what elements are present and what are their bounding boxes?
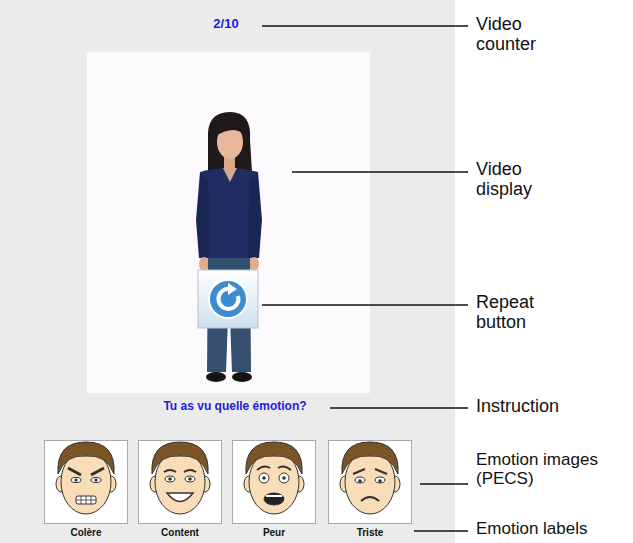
emotion-cards-bg [328,440,412,524]
avatar-figure [223,168,237,182]
emotion-cards-bg [232,440,316,524]
emotion-cards-bg [44,440,128,524]
emotion-image-frame [232,440,316,524]
face-fear [262,476,266,480]
face-angry [76,496,96,504]
emotion-label: Peur [232,527,316,538]
face-fear [259,473,269,483]
face-fear [257,466,291,470]
emotion-image-frame [328,440,412,524]
avatar-figure [215,120,245,136]
face-angry [56,442,116,514]
emotion-label: Colère [44,527,128,538]
annotation: Instruction [476,397,626,417]
emotion-card: Colère [44,440,128,538]
annotation: Video counter [476,15,558,55]
repeat-button [228,283,237,295]
face-angry [94,478,97,481]
leader-lines [262,26,468,531]
face-sad [340,442,400,514]
avatar-figure [206,372,226,382]
leader-lines [292,171,468,173]
face-happy [168,477,172,481]
annotation: Repeat button [476,293,558,333]
face-happy [152,442,208,474]
face-angry [91,478,101,483]
emotion-card: Content [138,440,222,538]
face-angry [58,442,114,474]
avatar-figure [196,112,262,382]
face-happy [165,476,175,482]
face-sad [342,442,398,474]
face-angry [74,478,77,481]
avatar-figure [248,172,262,258]
emotion-image-frame [138,440,222,524]
face-happy [167,493,193,502]
face-angry [76,496,96,504]
avatar-figure [232,372,252,382]
face-sad [353,469,387,474]
leader-lines [420,483,468,485]
annotation: Emotion labels [476,520,628,539]
emotion-card: Triste [328,440,412,538]
face-happy [150,442,210,514]
face-fear [282,476,286,480]
face-fear [266,495,282,497]
face-fear [244,442,304,514]
repeat-button [198,270,258,328]
avatar-figure [199,257,209,271]
face-fear [264,493,284,505]
face-happy [164,470,196,472]
emotion-card: Peur [232,440,316,538]
video-area [87,52,370,393]
avatar-figure [208,112,252,172]
face-angry [71,478,81,483]
instruction-text: Tu as vu quelle émotion? [90,400,380,413]
emotion-image-frame [44,440,128,524]
face-sad [378,479,382,483]
app-panel [0,0,455,543]
annotation: Emotion images (PECS) [476,451,598,488]
emotion-cards-bg [138,440,222,524]
avatar-figure [196,172,210,258]
repeat-button [209,280,247,318]
emotion-label: Triste [328,527,412,538]
face-happy [185,476,195,482]
leader-lines [330,407,468,409]
annotation: Video display [476,160,558,200]
face-happy [188,477,192,481]
video-counter: 2/10 [186,17,266,31]
face-fear [246,442,302,474]
face-angry [68,468,104,475]
face-sad [375,477,385,483]
face-fear [279,473,289,483]
leader-lines [262,304,468,306]
face-sad [361,497,379,501]
emotion-cards-bg [44,440,412,524]
leader-lines [414,530,468,532]
face-sad [355,477,365,483]
face-sad [358,479,362,483]
leader-lines [262,25,468,27]
repeat-button [198,270,258,328]
emotion-label: Content [138,527,222,538]
avatar-figure [249,257,259,271]
